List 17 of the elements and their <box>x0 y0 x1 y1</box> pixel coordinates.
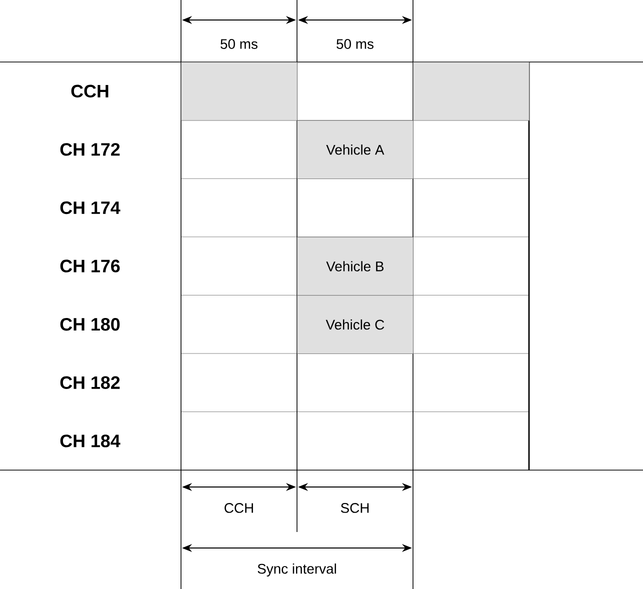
dimension-label: 50 ms <box>220 39 258 49</box>
shaded-cell <box>413 62 530 121</box>
row-header: CH 180 <box>60 318 120 331</box>
vehicle-cell: Vehicle B <box>297 236 414 296</box>
row-header: CH 184 <box>60 434 120 448</box>
row-header: CH 182 <box>60 376 120 389</box>
dimension-label: CCH <box>224 503 253 513</box>
row-header: CH 174 <box>60 201 120 214</box>
dimension-label: Sync interval <box>258 564 336 576</box>
shaded-cell <box>181 62 298 121</box>
dimension-label: 50 ms <box>336 39 374 49</box>
vehicle-cell: Vehicle C <box>297 295 414 354</box>
vehicle-cell: Vehicle A <box>297 120 414 179</box>
row-header: CCH <box>71 84 108 98</box>
row-header: CH 172 <box>60 143 120 156</box>
dimension-label: SCH <box>340 503 369 513</box>
row-header: CH 176 <box>60 260 120 272</box>
